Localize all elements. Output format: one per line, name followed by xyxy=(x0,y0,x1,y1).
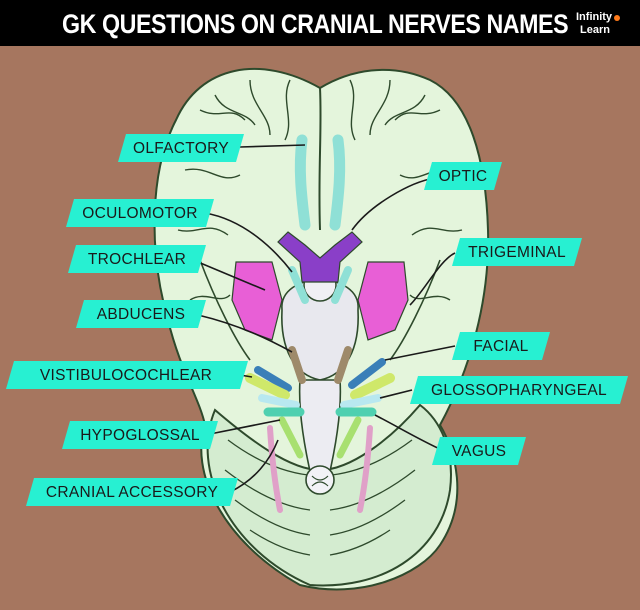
olfactory-nerve-right xyxy=(329,134,346,231)
accessory-nerve-left xyxy=(267,425,283,513)
label-vagus: VAGUS xyxy=(432,437,526,465)
leader-accessory xyxy=(229,439,279,493)
leader-lines xyxy=(197,144,456,493)
temporal-lobe-left xyxy=(199,259,251,361)
oculomotor-nerve-right xyxy=(331,266,352,304)
leader-facial xyxy=(384,345,456,361)
label-vagus-text: VAGUS xyxy=(452,443,507,460)
label-glossopharyngeal-text: GLOSSOPHARYNGEAL xyxy=(431,382,607,399)
abducens-nerve-left xyxy=(288,346,306,384)
accessory-nerve-right xyxy=(357,425,373,513)
optic-chiasm xyxy=(277,231,363,283)
trigeminal-nerve-right xyxy=(357,261,409,341)
logo-dot-icon xyxy=(614,15,620,21)
gyri-right xyxy=(349,79,463,301)
gyri-left xyxy=(177,79,291,301)
label-abducens-text: ABDUCENS xyxy=(97,306,186,323)
facial-nerve-right xyxy=(348,358,386,389)
label-accessory-text: CRANIAL ACCESSORY xyxy=(46,484,218,501)
label-facial-text: FACIAL xyxy=(473,338,528,355)
spinal-cord-gray-matter-icon xyxy=(311,475,329,487)
facial-nerve-left xyxy=(254,366,292,392)
vestibulocochlear-nerve-left xyxy=(245,373,290,400)
leader-oculomotor xyxy=(204,212,293,273)
label-oculomotor-text: OCULOMOTOR xyxy=(82,205,198,222)
leader-abducens xyxy=(197,314,293,353)
title-bar: GK QUESTIONS ON CRANIAL NERVES NAMES Inf… xyxy=(0,0,640,46)
leader-trochlear xyxy=(197,261,266,291)
leader-glossopharyngeal xyxy=(379,389,413,399)
glossopharyngeal-nerve-left xyxy=(258,394,300,409)
infinity-learn-logo: Infinity Learn xyxy=(574,10,626,38)
abducens-nerve-right xyxy=(334,346,352,384)
label-trochlear: TROCHLEAR xyxy=(68,245,206,273)
label-optic: OPTIC xyxy=(424,162,502,190)
hypoglossal-nerve-right xyxy=(336,416,362,459)
oculomotor-nerve-left xyxy=(288,266,309,304)
label-facial: FACIAL xyxy=(452,332,550,360)
label-trigeminal: TRIGEMINAL xyxy=(452,238,582,266)
vestibulocochlear-nerve-right xyxy=(350,373,395,400)
page-title: GK QUESTIONS ON CRANIAL NERVES NAMES xyxy=(62,9,569,39)
logo-text-line2: Learn xyxy=(580,24,610,36)
leader-olfactory xyxy=(239,144,306,148)
leader-vagus xyxy=(374,414,443,451)
leader-optic xyxy=(351,177,436,231)
label-optic-text: OPTIC xyxy=(439,168,488,185)
glossopharyngeal-nerve-right xyxy=(340,394,382,409)
label-abducens: ABDUCENS xyxy=(76,300,206,328)
label-vestibulocochlear: VISTIBULOCOCHLEAR xyxy=(6,361,248,389)
label-olfactory: OLFACTORY xyxy=(118,134,244,162)
label-olfactory-text: OLFACTORY xyxy=(133,140,229,157)
nerves xyxy=(231,134,409,513)
logo-text-line1: Infinity xyxy=(576,11,613,23)
leader-hypoglossal xyxy=(209,419,281,435)
cerebellum-folia xyxy=(224,439,416,556)
label-accessory: CRANIAL ACCESSORY xyxy=(26,478,238,506)
brain-illustration xyxy=(153,67,490,591)
label-hypoglossal-text: HYPOGLOSSAL xyxy=(80,427,200,444)
leader-trigeminal xyxy=(409,252,456,306)
label-oculomotor: OCULOMOTOR xyxy=(66,199,214,227)
label-trochlear-text: TROCHLEAR xyxy=(88,251,186,268)
label-trigeminal-text: TRIGEMINAL xyxy=(468,244,566,261)
hypoglossal-nerve-left xyxy=(278,416,304,459)
longitudinal-fissure xyxy=(318,87,322,231)
label-vestibulocochlear-text: VISTIBULOCOCHLEAR xyxy=(40,367,212,384)
olfactory-nerve-left xyxy=(294,134,311,231)
label-hypoglossal: HYPOGLOSSAL xyxy=(62,421,218,449)
label-glossopharyngeal: GLOSSOPHARYNGEAL xyxy=(410,376,628,404)
